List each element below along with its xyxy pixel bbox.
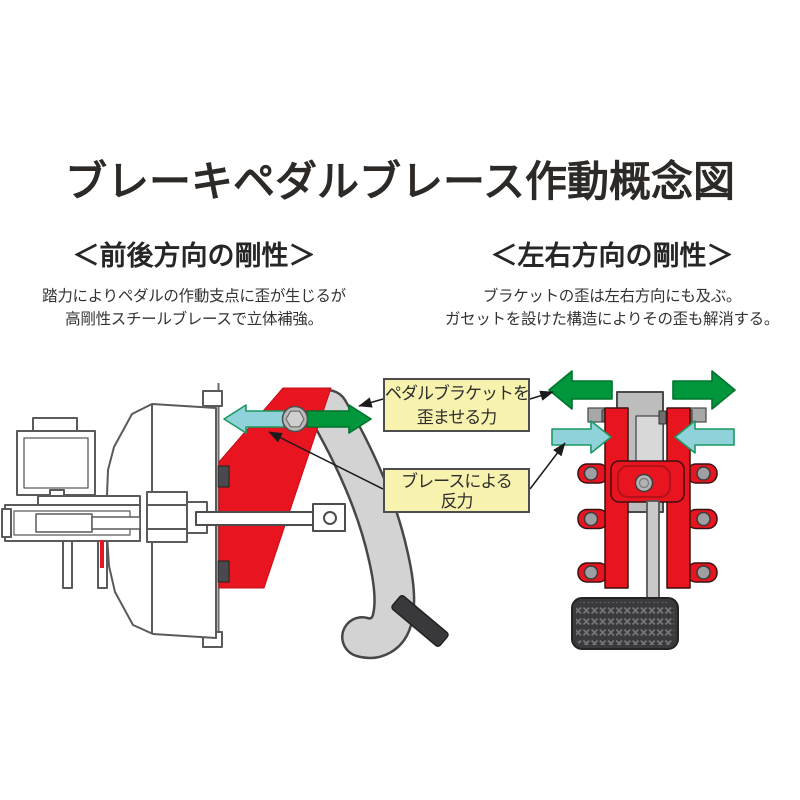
label-brace-reaction-line2: 反力	[440, 492, 474, 511]
brake-booster-icon	[105, 390, 223, 648]
label-box-deform-force: ペダルブラケットを 歪ませる力	[383, 378, 530, 432]
reservoir-icon	[16, 417, 96, 500]
pedal-rod	[646, 500, 660, 603]
section-front-back-heading: ＜前後方向の剛性＞	[72, 241, 316, 271]
section-left-right: ＜左右方向の剛性＞ ブラケットの歪は左右方向にも及ぶ。 ガセットを設けた構造によ…	[422, 234, 800, 331]
side-view-diagram	[1, 383, 449, 659]
pointer-line-deform-left	[358, 397, 384, 408]
gusset-block	[610, 460, 685, 503]
section-front-back-line2: 高剛性スチールブレースで立体補強。	[65, 311, 323, 328]
section-left-right-heading: ＜左右方向の剛性＞	[490, 241, 734, 271]
section-front-back: ＜前後方向の剛性＞ 踏力によりペダルの作動支点に歪が生じるが 高剛性スチールブレ…	[4, 234, 384, 331]
page-title: ブレーキペダルブレース作動概念図	[65, 158, 735, 205]
pushrod-clevis	[195, 503, 346, 532]
bracket-bolt-icon	[217, 465, 230, 583]
master-cylinder-icon	[1, 417, 141, 589]
lug-bolt-icon	[583, 466, 711, 580]
label-brace-reaction-line1: ブレースによる	[401, 472, 513, 491]
section-left-right-text: ブラケットの歪は左右方向にも及ぶ。 ガセットを設けた構造によりその歪も解消する。	[422, 285, 800, 331]
pedal-pad	[391, 595, 449, 647]
section-left-right-line1: ブラケットの歪は左右方向にも及ぶ。	[482, 288, 742, 305]
reaction-arrow-right-icon	[674, 420, 735, 454]
deform-arrow-right-icon	[672, 370, 736, 410]
deform-arrow-left-icon	[548, 370, 613, 410]
pointer-line-reaction-left	[268, 431, 384, 490]
brace-bar-red	[100, 540, 104, 568]
pedal-pad	[571, 597, 679, 650]
front-view-diagram	[548, 370, 736, 650]
pivot-bolt-icon	[634, 473, 654, 493]
section-left-right-line2: ガセットを設けた構造によりその歪も解消する。	[444, 311, 780, 328]
reaction-arrow-left-icon	[551, 420, 612, 454]
pedal-arm	[307, 389, 416, 659]
label-deform-force-line1: ペダルブラケットを	[385, 384, 530, 403]
section-front-back-text: 踏力によりペダルの作動支点に歪が生じるが 高剛性スチールブレースで立体補強。	[4, 285, 384, 331]
pivot-bolt-icon	[281, 405, 309, 433]
pointer-line-deform-right	[529, 390, 554, 401]
section-front-back-line1: 踏力によりペダルの作動支点に歪が生じるが	[42, 288, 346, 305]
label-box-brace-reaction: ブレースによる 反力	[383, 468, 530, 513]
label-deform-force-line2: 歪ませる力	[416, 408, 498, 427]
pointer-line-reaction-right	[529, 442, 566, 490]
pointer-lines	[268, 390, 566, 490]
